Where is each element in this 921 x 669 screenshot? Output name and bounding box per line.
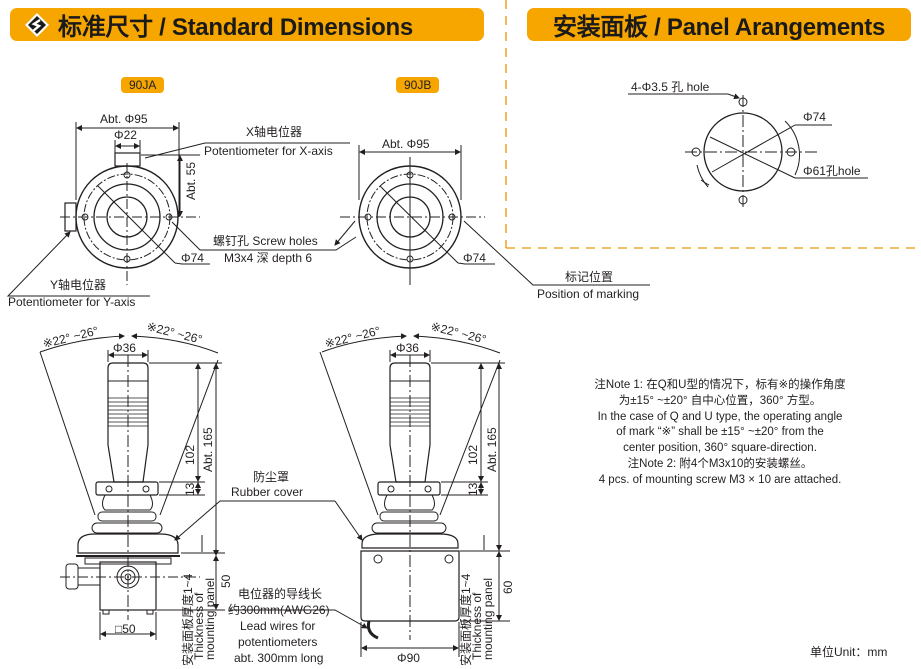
ja-diameter-95-label: Abt. Φ95 (100, 112, 148, 126)
panel-section-border (505, 0, 921, 249)
jb-panel-thickness-en2: mounting panel (481, 578, 495, 660)
note-line: 注Note 2: 附4个M3x10的安装螺丝。 (627, 457, 813, 470)
jb-knob-diameter-label: Φ36 (396, 341, 419, 355)
unit-label: 单位Unit：mm (810, 645, 888, 659)
marking-cn-label: 标记位置 (565, 269, 613, 284)
model-tag-90ja: 90JA (121, 77, 165, 93)
note-line: 注Note 1: 在Q和U型的情况下，标有※的操作角度 (594, 379, 846, 391)
note-line: of mark “※” shall be ±15° ~±20° from the (616, 426, 824, 439)
panel-arrangements-header: 安装面板 / Panel Arangements (527, 8, 911, 41)
ja-total-height-label: Abt. 165 (201, 427, 215, 472)
jb-panel-thickness-cn: 安装面板厚度1~4 (458, 573, 473, 666)
standard-dimensions-header: 标准尺寸 / Standard Dimensions (10, 8, 484, 41)
rubber-cover-en-label: Rubber cover (231, 485, 303, 499)
ja-height-102-label: 102 (183, 445, 197, 465)
top-view-90jb (334, 145, 650, 286)
standard-dimensions-title: 标准尺寸 / Standard Dimensions (58, 14, 413, 41)
side-view-90jb (228, 333, 510, 657)
jb-diameter-95-label: Abt. Φ95 (382, 137, 430, 151)
ja-angle-left-label: ※22° ~26° (41, 324, 100, 351)
lead-en3-label: abt. 300mm long (234, 651, 323, 665)
ja-height-13-label: 13 (183, 482, 197, 496)
notes-block: 注Note 1: 在Q和U型的情况下，标有※的操作角度 为±15° ~±20° … (560, 378, 880, 489)
rubber-cover-cn-label: 防尘罩 (253, 469, 289, 484)
lead-en2-label: potentiometers (238, 635, 317, 649)
ja-panel-thickness-cn: 安装面板厚度1~4 (180, 573, 195, 666)
lead-cn2-label: 约300mm(AWG26) (228, 602, 330, 617)
y-pot-cn-label: Y轴电位器 (50, 277, 106, 292)
jb-body-diameter-label: Φ90 (397, 651, 420, 665)
x-pot-cn-label: X轴电位器 (246, 124, 302, 139)
note-line: center position, 360° square-direction. (623, 442, 817, 455)
ja-knob-diameter-label: Φ36 (113, 341, 136, 355)
ja-body-width-label: □50 (115, 622, 136, 636)
marking-en-label: Position of marking (537, 287, 639, 301)
ja-diameter-22-label: Φ22 (114, 128, 137, 142)
note-line: 为±15° ~±20° 自中心位置，360° 方型。 (618, 394, 822, 407)
panel-pcd-label: Φ74 (803, 110, 826, 124)
panel-arrangements-title: 安装面板 / Panel Arangements (553, 14, 885, 41)
x-pot-en-label: Potentiometer for X-axis (204, 144, 333, 158)
ja-panel-thickness-en1: Thickness of (192, 592, 206, 660)
screw-spec-label: M3x4 深 depth 6 (224, 251, 312, 265)
ja-angle-right-label: ※22° ~26° (145, 319, 204, 346)
y-pot-en-label: Potentiometer for Y-axis (8, 295, 135, 309)
panel-cutout-drawing (628, 93, 868, 210)
jb-pcd-74-label: Φ74 (463, 251, 486, 265)
screw-holes-label: 螺钉孔 Screw holes (213, 234, 318, 248)
lead-en1-label: Lead wires for (240, 619, 315, 633)
diamond-logo-icon (25, 12, 49, 37)
jb-body-height-label: 60 (501, 580, 515, 594)
jb-angle-right-label: ※22° ~26° (429, 319, 488, 346)
ja-pcd-74-label: Φ74 (181, 251, 204, 265)
side-view-90ja (39, 333, 335, 640)
jb-height-13-label: 13 (466, 482, 480, 496)
ja-body-height-label: 50 (219, 574, 233, 588)
lead-cn1-label: 电位器的导线长 (238, 586, 322, 601)
ja-abt55-label: Abt. 55 (184, 162, 198, 200)
jb-panel-thickness-en1: Thickness of (470, 592, 484, 660)
note-line: In the case of Q and U type, the operati… (597, 410, 843, 423)
panel-holes-label: 4-Φ3.5 孔 hole (631, 80, 710, 94)
note-line: 4 pcs. of mounting screw M3 × 10 are att… (598, 473, 842, 486)
panel-center-hole-label: Φ61孔hole (803, 164, 861, 178)
jb-height-102-label: 102 (466, 445, 480, 465)
model-tag-90jb: 90JB (396, 77, 440, 93)
jb-angle-left-label: ※22° ~26° (323, 324, 382, 351)
ja-panel-thickness-en2: mounting panel (203, 578, 217, 660)
jb-total-height-label: Abt. 165 (485, 427, 499, 472)
top-view-90ja (6, 122, 357, 297)
